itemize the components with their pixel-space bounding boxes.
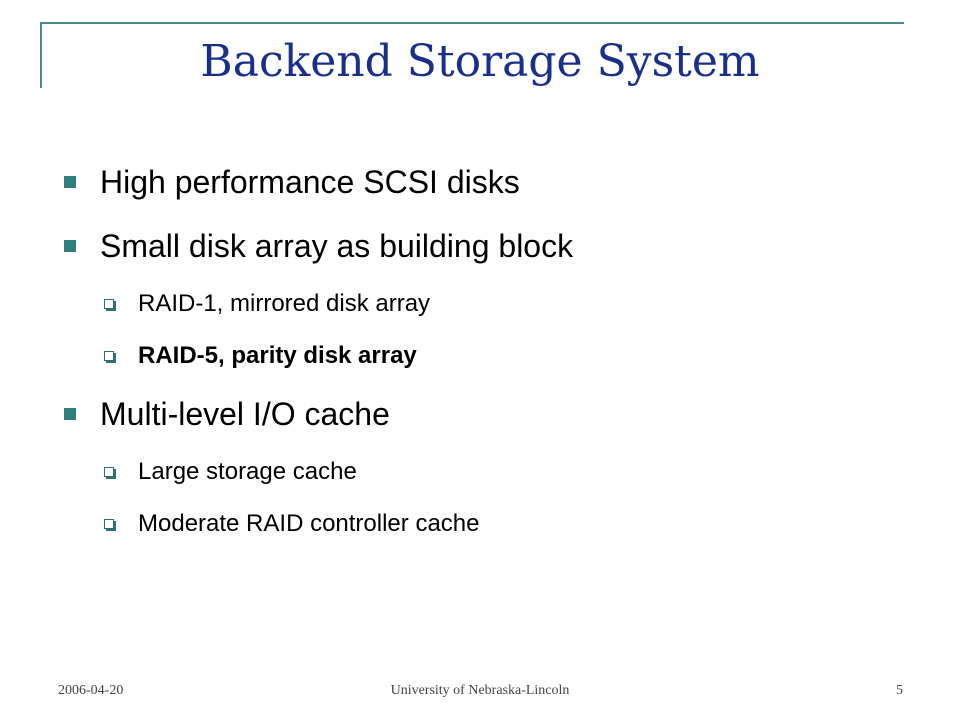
box-bullet-icon bbox=[104, 467, 114, 477]
frame-left-rule bbox=[40, 22, 42, 88]
bullet-item: Multi-level I/O cache bbox=[64, 382, 924, 446]
square-bullet-icon bbox=[64, 408, 76, 420]
sub-bullet-item: Large storage cache bbox=[64, 446, 924, 498]
sub-bullet-item: RAID-1, mirrored disk array bbox=[64, 278, 924, 330]
sub-bullet-text: Moderate RAID controller cache bbox=[138, 510, 480, 537]
box-bullet-icon bbox=[104, 351, 114, 361]
sub-bullet-text: RAID-1, mirrored disk array bbox=[138, 290, 431, 317]
frame-top-rule bbox=[40, 22, 904, 24]
bullet-text: Small disk array as building block bbox=[100, 227, 574, 264]
footer-date: 2006-04-20 bbox=[58, 683, 124, 698]
square-bullet-icon bbox=[64, 240, 76, 252]
bullet-text: High performance SCSI disks bbox=[100, 163, 520, 200]
box-bullet-icon bbox=[104, 519, 114, 529]
box-bullet-icon bbox=[104, 299, 114, 309]
slide-title: Backend Storage System bbox=[200, 36, 760, 87]
bullet-item: High performance SCSI disks bbox=[64, 150, 924, 214]
footer-page-number: 5 bbox=[896, 683, 903, 698]
sub-bullet-text: RAID-5, parity disk array bbox=[138, 342, 417, 369]
sub-bullet-text: Large storage cache bbox=[138, 458, 357, 485]
bullet-item: Small disk array as building block bbox=[64, 214, 924, 278]
footer-organization: University of Nebraska-Lincoln bbox=[390, 683, 570, 698]
sub-bullet-item: RAID-5, parity disk array bbox=[64, 330, 924, 382]
bullet-list: High performance SCSI disks Small disk a… bbox=[64, 150, 924, 550]
square-bullet-icon bbox=[64, 176, 76, 188]
sub-bullet-item: Moderate RAID controller cache bbox=[64, 498, 924, 550]
bullet-text: Multi-level I/O cache bbox=[100, 395, 390, 432]
